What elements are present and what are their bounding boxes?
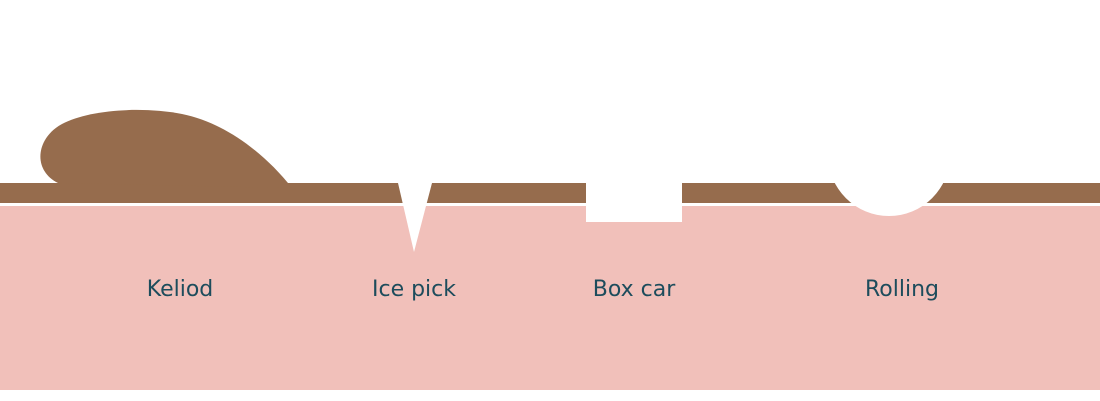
keloid-label: Keliod bbox=[146, 277, 214, 302]
ice-pick-scar bbox=[398, 183, 432, 252]
rolling-label: Rolling bbox=[864, 277, 940, 302]
box-car-label: Box car bbox=[592, 277, 676, 302]
rolling-scar bbox=[828, 94, 950, 216]
box-car-scar bbox=[586, 183, 682, 222]
keloid-scar bbox=[40, 109, 292, 188]
layer-gap bbox=[0, 203, 1100, 206]
ice-pick-label: Ice pick bbox=[371, 277, 457, 302]
dermis-layer bbox=[0, 206, 1100, 390]
epidermis-layer bbox=[0, 183, 1100, 203]
